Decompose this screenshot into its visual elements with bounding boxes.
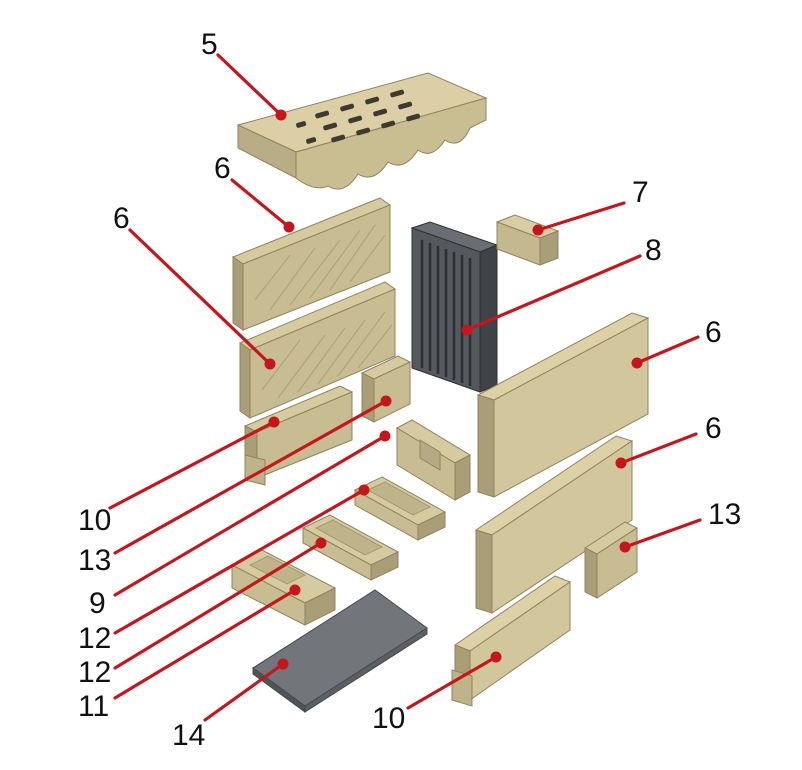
leader-6-c [635, 335, 700, 365]
part-12-upper-brick [353, 476, 447, 541]
dot-11 [289, 584, 301, 596]
leader-5 [216, 53, 283, 117]
leader-6-d [619, 432, 698, 465]
dot-5 [275, 109, 287, 121]
part-6-right-lower-brick [474, 435, 634, 614]
callout-14: 14 [172, 719, 205, 752]
dot-13-b [619, 541, 631, 553]
dot-10-b [490, 651, 502, 663]
dot-6-c [631, 357, 643, 369]
part-6-right-upper-brick [476, 312, 650, 498]
dot-6-b [264, 358, 276, 370]
callout-9: 9 [89, 587, 106, 620]
callout-8: 8 [645, 234, 662, 267]
callout-6-b: 6 [113, 202, 130, 235]
part-6-upper-left-brick [231, 197, 392, 331]
dot-14 [277, 658, 289, 670]
part-8-grate [410, 221, 499, 393]
dot-9 [379, 430, 391, 442]
callout-12-b: 12 [78, 656, 111, 689]
leader-6-b [128, 228, 272, 366]
dot-12-b [315, 537, 327, 549]
dot-10-a [268, 416, 280, 428]
callout-13-b: 13 [708, 498, 741, 531]
leader-12-b [113, 541, 323, 670]
dot-7 [532, 224, 544, 236]
callout-5: 5 [201, 28, 218, 61]
part-12-lower-brick [301, 514, 400, 581]
callout-7: 7 [632, 176, 649, 209]
leader-12-a [113, 488, 366, 635]
leader-11 [113, 588, 297, 700]
leader-7 [536, 201, 626, 232]
dot-6-d [615, 457, 627, 469]
leader-9 [113, 434, 387, 597]
dot-6-a [283, 221, 295, 233]
callout-6-a: 6 [214, 152, 231, 185]
leader-13-b [623, 518, 702, 549]
callout-11: 11 [78, 690, 109, 723]
leader-13-a [113, 399, 388, 555]
callout-labels: 5 6 6 7 8 6 6 10 13 9 12 12 11 13 14 10 [78, 28, 741, 752]
callout-6-d: 6 [705, 412, 722, 445]
part-9-brick [395, 419, 472, 501]
leader-6-a [230, 178, 291, 229]
callout-13-a: 13 [78, 544, 111, 577]
part-14-metal-plate [252, 589, 428, 713]
leader-14 [203, 662, 285, 722]
dot-8 [461, 324, 473, 336]
dot-12-a [358, 484, 370, 496]
callout-6-c: 6 [705, 316, 722, 349]
callout-10-a: 10 [78, 504, 111, 537]
callout-10-b: 10 [372, 702, 405, 735]
leader-lines [108, 53, 702, 722]
part-5-baffle-plate [236, 72, 488, 190]
leader-10-b [406, 655, 498, 710]
leader-10-a [108, 420, 276, 510]
callout-12-a: 12 [78, 622, 111, 655]
leader-dots [264, 109, 643, 670]
part-7-small-brick [495, 214, 560, 266]
dot-13-a [380, 395, 392, 407]
part-6-middle-left-brick [238, 281, 397, 419]
leader-8 [465, 254, 642, 332]
